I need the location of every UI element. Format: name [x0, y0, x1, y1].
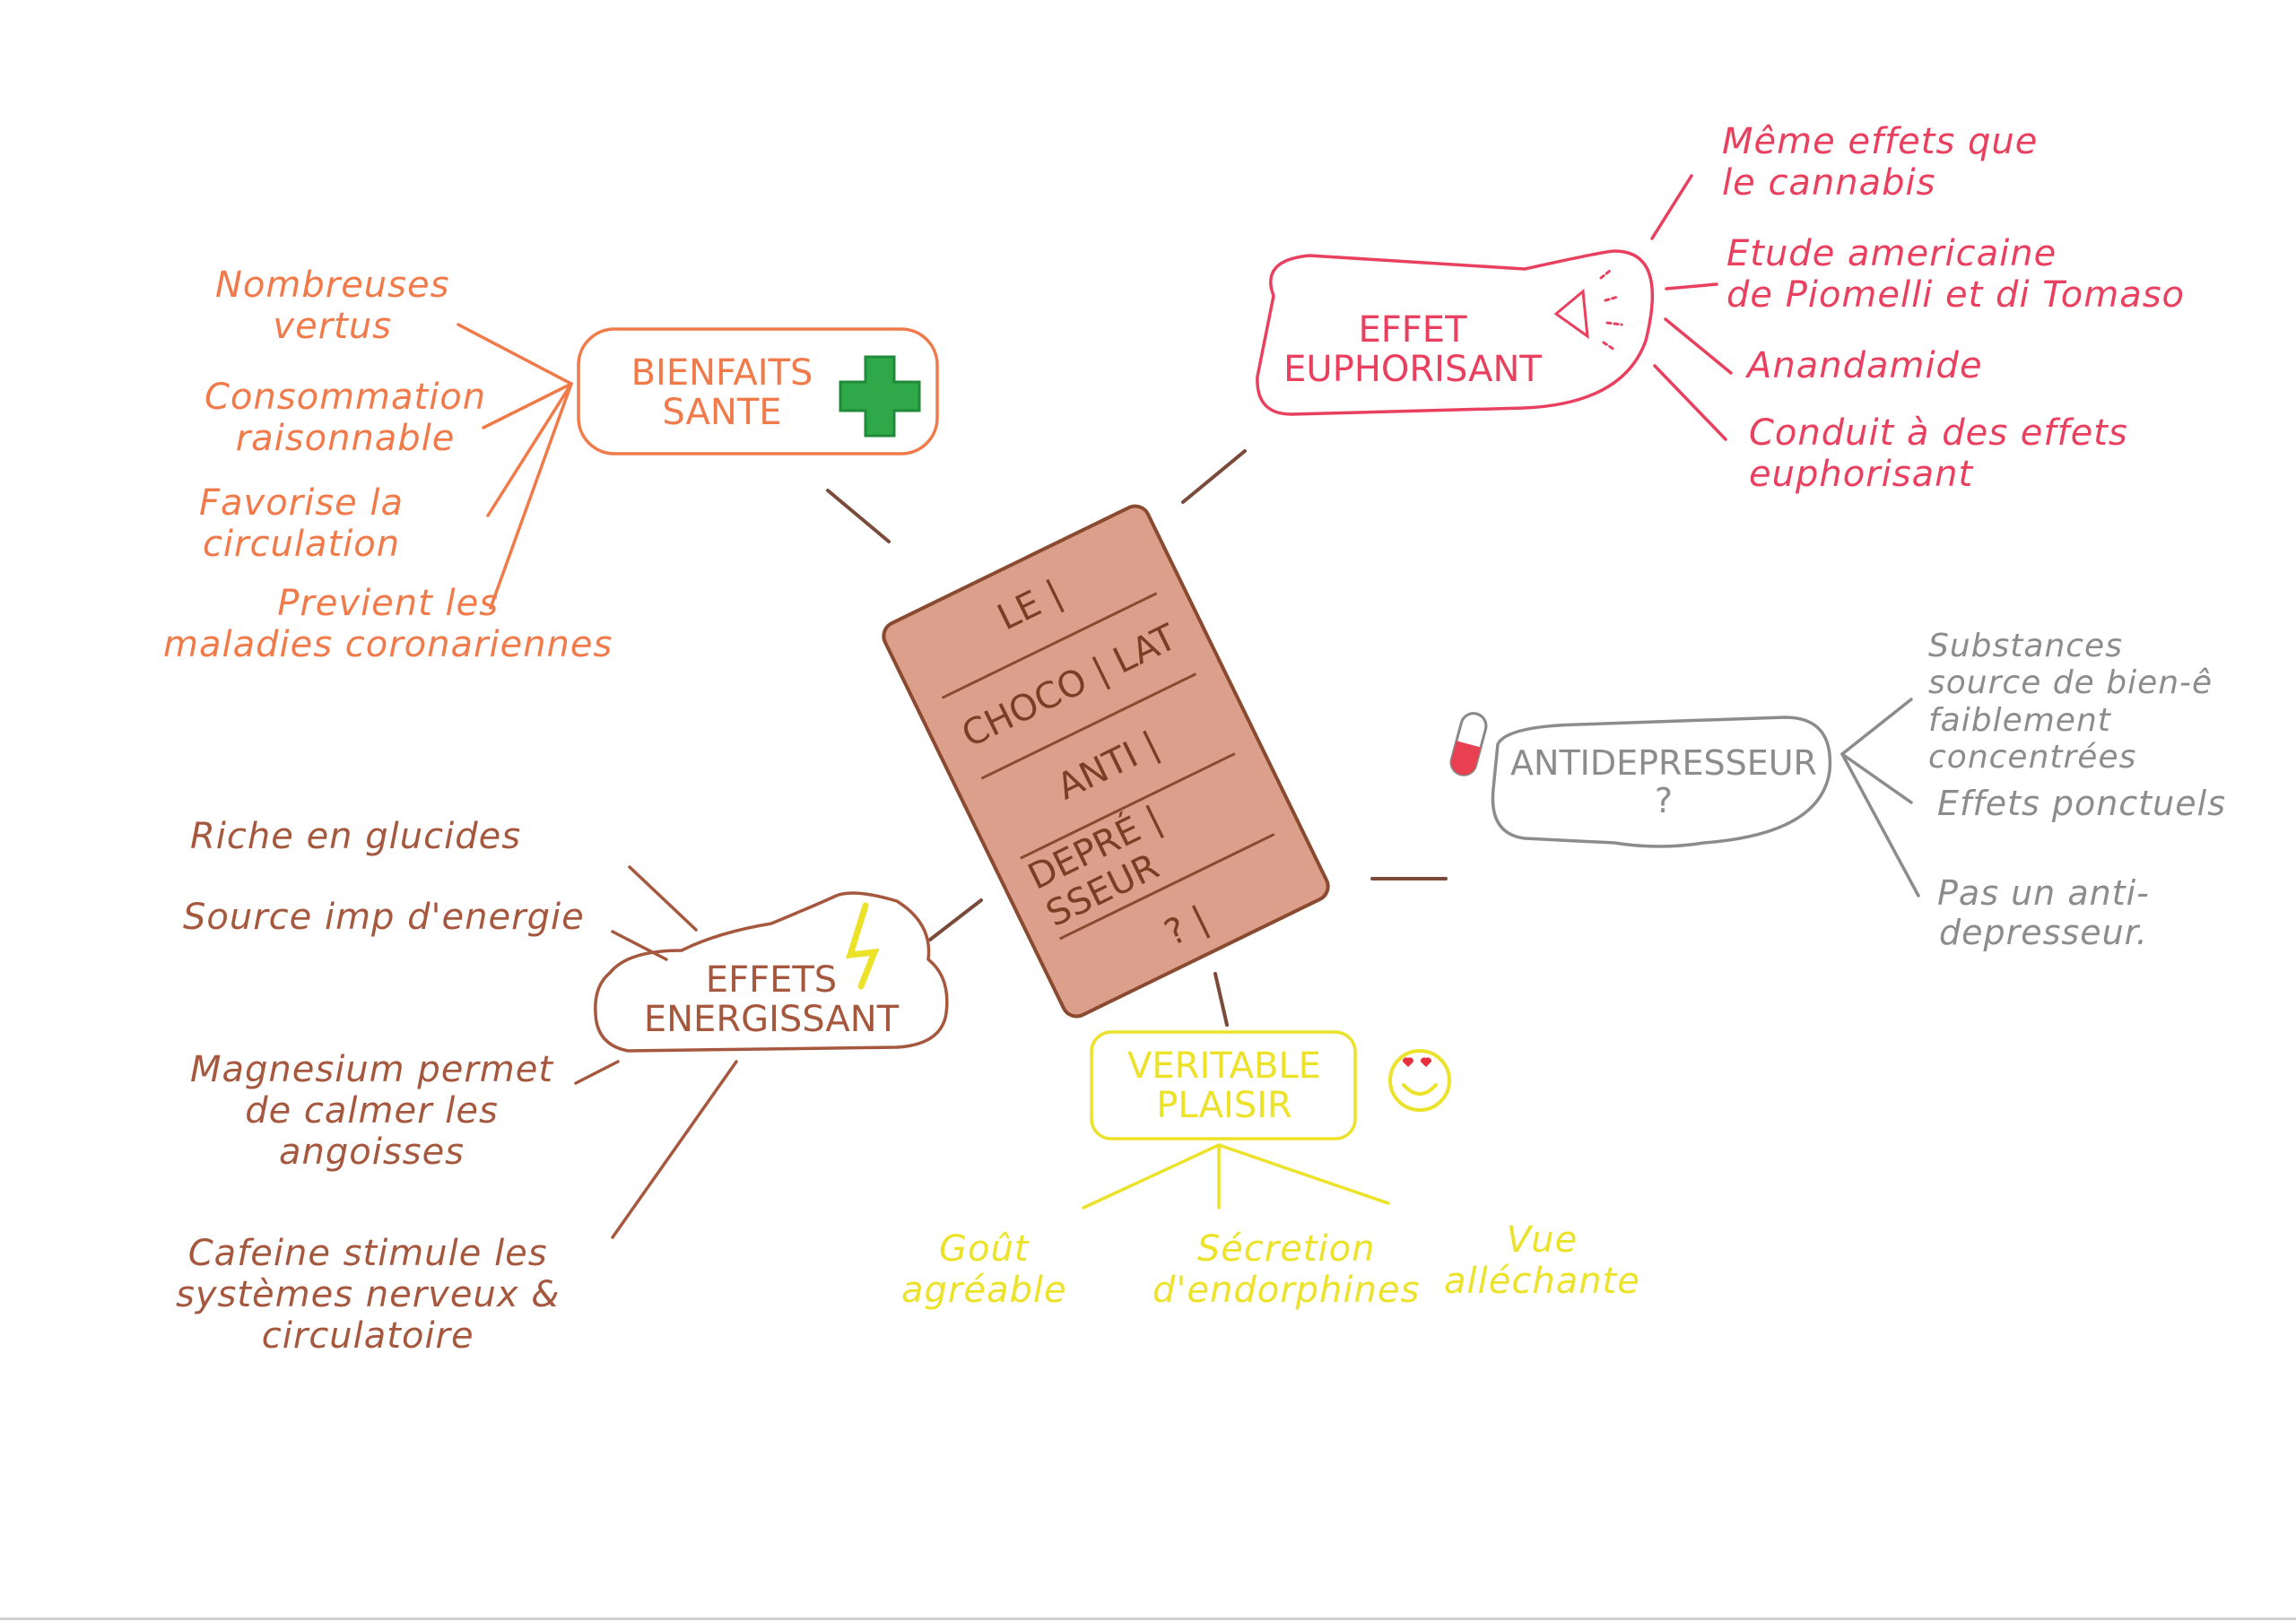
energisant-item: Source imp d'energie [183, 897, 585, 938]
euphorisant-item: Même effets que le cannabis [1722, 121, 2039, 204]
antidepresseur-item: Substances source de bien-ê faiblement c… [1928, 628, 2213, 776]
bienfaits-item: Consommation raisonnable [204, 377, 487, 459]
euphorisant-item: Etude americaine de Piomelli et di Tomas… [1726, 233, 2186, 316]
plaisir-item: Goût agréable [901, 1228, 1067, 1311]
antidepresseur-item: Pas un anti- depresseur. [1937, 873, 2150, 952]
plaisir-item: Vue alléchante [1444, 1219, 1640, 1302]
antidepresseur-box [1491, 716, 1832, 848]
energisant-item: Magnesium permet de calmer les angoisses [190, 1049, 554, 1173]
bienfaits-item: Nombreuses vertus [215, 265, 450, 347]
euphorisant-item: Conduit à des effets euphorisant [1749, 412, 2128, 495]
energisant-box [594, 891, 949, 1053]
heart-eyes-smiley-icon [1388, 1049, 1451, 1112]
antidepresseur-title: ANTIDEPRESSEUR ? [1510, 743, 1817, 820]
connector-energisant [928, 898, 983, 941]
page-edge [0, 1618, 2296, 1620]
connector-euphorisant [1181, 449, 1247, 504]
connector-plaisir [1213, 972, 1229, 1027]
euphorisant-box [1256, 249, 1655, 416]
energisant-title: EFFETS ENERGISSANT [643, 959, 900, 1040]
bienfaits-item: Previent les maladies coronariennes [163, 583, 613, 665]
energisant-item: Riche en glucides [190, 816, 522, 857]
plaisir-title: VERITABLE PLAISIR [1127, 1045, 1321, 1126]
bienfaits-item: Favorise la circulation [199, 482, 404, 565]
connector-bienfaits [826, 489, 891, 543]
green-cross-icon [839, 355, 921, 438]
plaisir-item: Sécretion d'endorphines [1152, 1228, 1421, 1311]
lightning-icon [846, 902, 880, 990]
energisant-item: Cafeine stimule les systèmes nerveux & c… [176, 1233, 561, 1357]
euphorisant-title: EFFET EUPHORISANT [1283, 309, 1542, 390]
euphorisant-item: Anandamide [1747, 345, 1983, 386]
bienfaits-box [577, 327, 939, 455]
bienfaits-title: BIENFAITS SANTE [631, 351, 813, 433]
antidepresseur-item: Effets ponctuels [1937, 784, 2226, 823]
megaphone-icon [1553, 269, 1623, 351]
plaisir-box [1090, 1030, 1357, 1141]
pill-icon [1449, 712, 1488, 776]
